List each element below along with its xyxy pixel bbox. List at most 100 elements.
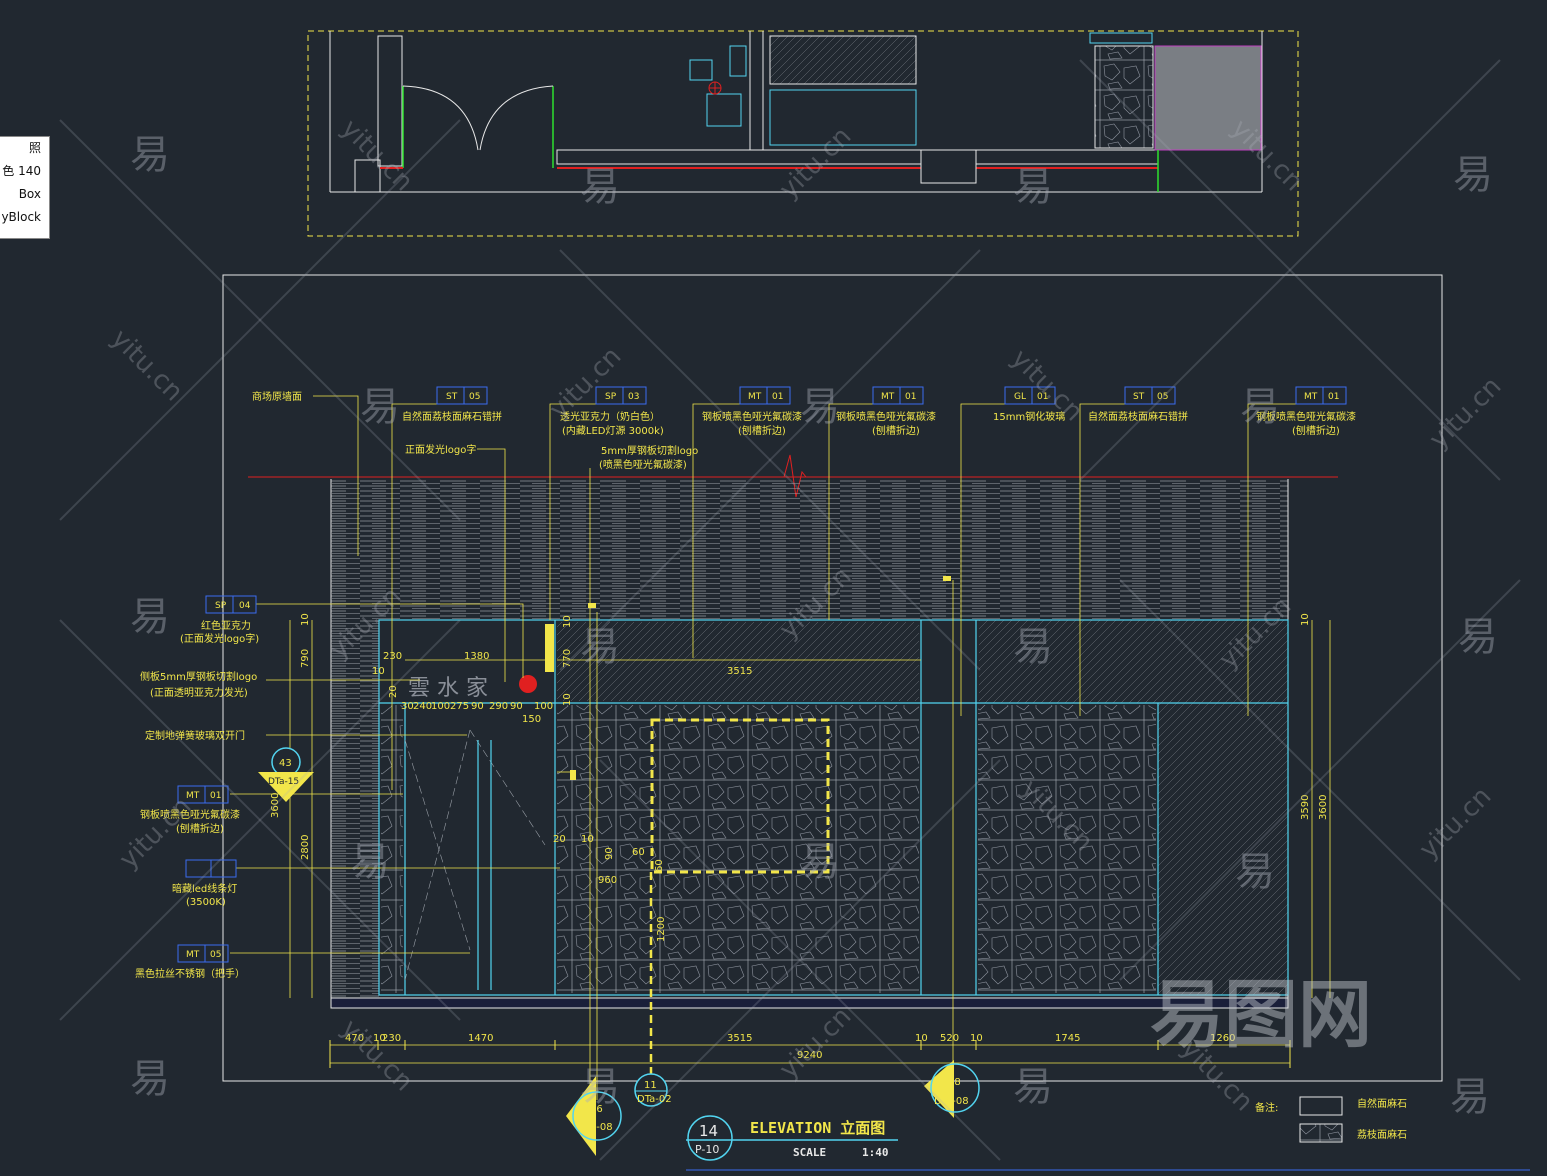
svg-text:易: 易 xyxy=(580,164,620,210)
popup-item[interactable]: 色 140 xyxy=(2,164,41,178)
red-logo-mark xyxy=(519,675,537,693)
svg-text:(刨槽折边): (刨槽折边) xyxy=(176,822,224,835)
mall-wall xyxy=(330,479,1289,998)
lightbox-outline xyxy=(650,718,830,874)
dimension-bottom: 470 10 230 1470 3515 10 520 10 1745 1260… xyxy=(345,1033,1235,1061)
svg-text:520: 520 xyxy=(940,1033,959,1044)
svg-text:1260: 1260 xyxy=(1210,1033,1235,1044)
svg-text:SCALE: SCALE xyxy=(793,1146,826,1159)
svg-text:10: 10 xyxy=(915,1033,928,1044)
svg-text:(刨槽折边): (刨槽折边) xyxy=(872,424,920,437)
svg-text:290: 290 xyxy=(489,701,508,712)
svg-text:易: 易 xyxy=(580,624,620,670)
svg-text:90: 90 xyxy=(471,701,484,712)
svg-text:960: 960 xyxy=(598,875,617,886)
svg-text:MT: MT xyxy=(186,950,200,960)
svg-text:14: 14 xyxy=(699,1122,718,1140)
svg-text:10: 10 xyxy=(1300,613,1311,626)
svg-text:01: 01 xyxy=(1328,392,1339,402)
svg-text:雲 水 家: 雲 水 家 xyxy=(408,676,488,701)
properties-popup[interactable]: 照 色 140 Box yBlock xyxy=(0,136,50,239)
tag-gl01: GL 01 15mm钢化玻璃 xyxy=(993,386,1065,423)
dimension-ticks xyxy=(329,1040,1291,1068)
tag-mt01-d: MT 01 钢板喷黑色哑光氟碳漆 (刨槽折边) xyxy=(140,785,240,835)
svg-text:1745: 1745 xyxy=(1055,1033,1080,1044)
svg-text:28: 28 xyxy=(948,1077,961,1088)
acrylic-light-strip xyxy=(545,624,554,672)
svg-text:备注:: 备注: xyxy=(1255,1101,1278,1114)
svg-text:自然面麻石: 自然面麻石 xyxy=(1357,1097,1407,1110)
callout-side-logo: 侧板5mm厚钢板切割logo (正面透明亚克力发光) xyxy=(140,670,257,699)
svg-text:易: 易 xyxy=(1013,164,1053,210)
svg-text:3600: 3600 xyxy=(1318,795,1329,820)
svg-text:SP: SP xyxy=(215,601,227,611)
popup-item[interactable]: yBlock xyxy=(1,210,41,224)
svg-text:90: 90 xyxy=(510,701,523,712)
svg-text:(3500K): (3500K) xyxy=(186,897,226,908)
svg-text:10: 10 xyxy=(562,693,573,706)
svg-text:240: 240 xyxy=(413,701,432,712)
legend: 备注: 自然面麻石 荔枝面麻石 xyxy=(1255,1096,1407,1143)
svg-text:易: 易 xyxy=(350,839,390,885)
svg-text:100: 100 xyxy=(534,701,553,712)
dimension-right: 10 3590 3600 xyxy=(1300,613,1329,820)
callout-led: 暗藏led线条灯 (3500K) xyxy=(172,859,237,908)
svg-text:MT: MT xyxy=(748,392,762,402)
svg-text:MT: MT xyxy=(881,392,895,402)
svg-text:790: 790 xyxy=(300,649,311,668)
svg-text:470: 470 xyxy=(345,1033,364,1044)
svg-text:01: 01 xyxy=(210,791,221,801)
dimension-left: 10 790 3600 2800 xyxy=(270,613,311,860)
svg-text:10: 10 xyxy=(581,834,594,845)
callout-original-wall: 商场原墙面 xyxy=(252,390,302,403)
popup-item[interactable]: Box xyxy=(18,187,41,201)
svg-text:暗藏led线条灯: 暗藏led线条灯 xyxy=(172,882,237,895)
svg-text:20: 20 xyxy=(388,685,399,698)
svg-text:商场原墙面: 商场原墙面 xyxy=(252,390,302,403)
svg-text:yitu.cn: yitu.cn xyxy=(1225,114,1309,198)
svg-text:2800: 2800 xyxy=(300,835,311,860)
elevation-frame xyxy=(222,274,1443,1082)
callout-door: 定制地弹簧玻璃双开门 xyxy=(145,729,245,742)
svg-text:易: 易 xyxy=(1450,1074,1490,1120)
svg-text:1470: 1470 xyxy=(468,1033,493,1044)
svg-text:DTa-02: DTa-02 xyxy=(637,1094,672,1105)
svg-text:05: 05 xyxy=(210,950,221,960)
svg-text:yitu.cn: yitu.cn xyxy=(335,1014,419,1098)
svg-text:GL: GL xyxy=(1014,392,1026,402)
svg-text:钢板喷黑色哑光氟碳漆: 钢板喷黑色哑光氟碳漆 xyxy=(702,410,802,423)
svg-text:(正面发光logo字): (正面发光logo字) xyxy=(180,632,259,645)
svg-text:10: 10 xyxy=(970,1033,983,1044)
svg-text:9240: 9240 xyxy=(797,1050,822,1061)
svg-text:ELEVATION 立面图: ELEVATION 立面图 xyxy=(750,1119,885,1137)
svg-text:易: 易 xyxy=(1240,384,1280,430)
svg-text:易: 易 xyxy=(360,384,400,430)
svg-text:钢板喷黑色哑光氟碳漆: 钢板喷黑色哑光氟碳漆 xyxy=(140,808,240,821)
svg-text:定制地弹簧玻璃双开门: 定制地弹簧玻璃双开门 xyxy=(145,729,245,742)
storefront xyxy=(378,619,1289,996)
section-marker-11: 11 DTa-02 xyxy=(634,1073,672,1107)
svg-text:MT: MT xyxy=(186,791,200,801)
svg-text:150: 150 xyxy=(522,714,541,725)
section-marker-43: 43 DTa-15 xyxy=(258,747,314,802)
svg-text:275: 275 xyxy=(450,701,469,712)
svg-text:01: 01 xyxy=(1037,392,1048,402)
svg-text:05: 05 xyxy=(469,392,480,402)
svg-text:100: 100 xyxy=(431,701,450,712)
svg-text:5mm厚钢板切割logo: 5mm厚钢板切割logo xyxy=(601,444,698,457)
svg-text:15mm钢化玻璃: 15mm钢化玻璃 xyxy=(993,410,1065,423)
svg-text:3515: 3515 xyxy=(727,1033,752,1044)
svg-text:易: 易 xyxy=(1453,152,1493,198)
plan-view xyxy=(307,30,1299,237)
svg-text:yitu.cn: yitu.cn xyxy=(774,1001,858,1085)
popup-item[interactable]: 照 xyxy=(28,141,41,155)
section-marker-28: 28 DTa-08 xyxy=(924,1060,980,1118)
svg-text:30: 30 xyxy=(401,701,414,712)
svg-text:1380: 1380 xyxy=(464,651,489,662)
